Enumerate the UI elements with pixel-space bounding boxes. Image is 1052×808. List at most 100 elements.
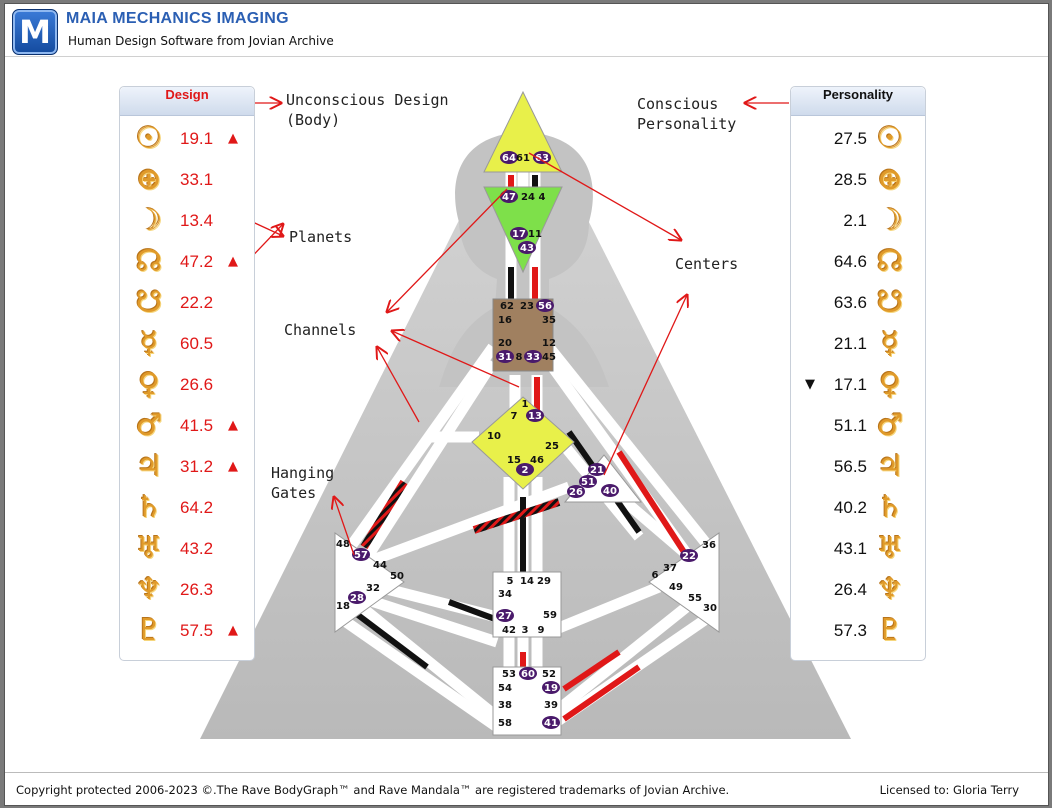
venus-icon: ♀ [879,367,901,402]
gate-45: 45 [542,352,556,363]
active-gate-marker [542,681,560,694]
gate-label: 63 [535,153,549,164]
copyright-text: Copyright protected 2006-2023 ©.The Rave… [16,783,730,797]
gate-label: 55 [688,593,702,604]
annotation-hanging-gates: Hanging Gates [271,464,335,502]
gate-9: 9 [538,625,545,636]
gate-31: 31 [496,350,514,363]
gate-62: 62 [500,301,514,312]
neptune-icon: ♆ [135,572,163,607]
active-gate-marker [519,667,537,680]
gate-44: 44 [373,560,387,571]
footer: Copyright protected 2006-2023 ©.The Rave… [5,772,1048,805]
personality-gate-value: 57.3 [833,621,867,640]
gate-label: 23 [520,301,534,312]
moon-icon: ☽ [876,203,904,238]
gate-63: 63 [533,151,551,164]
gate-label: 14 [520,576,534,587]
gate-55: 55 [688,593,702,604]
design-gate-value: 26.6 [180,375,214,394]
gate-32: 32 [366,583,380,594]
personality-gate-value: 63.6 [833,293,867,312]
gate-26: 26 [567,485,585,498]
gate-label: 31 [498,352,512,363]
active-gate-marker [516,463,534,476]
gate-label: 44 [373,560,387,571]
saturn-icon: ♄ [135,490,163,525]
gate-label: 41 [544,718,558,729]
gate-label: 24 [521,192,535,203]
gate-21: 21 [588,463,606,476]
active-gate-marker [524,350,542,363]
gate-39: 39 [544,700,558,711]
gate-11: 11 [528,229,542,240]
personality-planet-row: ♄40.2 [791,488,925,529]
gate-label: 51 [581,477,595,488]
gate-label: 10 [487,431,501,442]
active-gate-marker [588,463,606,476]
active-gate-marker [526,409,544,422]
personality-planet-row: ☊64.6 [791,242,925,283]
gate-label: 4 [539,192,546,203]
gate-60: 60 [519,667,537,680]
gate-46: 46 [530,455,544,466]
personality-panel: Personality ☉27.5⊕28.5☽2.1☊64.6☋63.6☿21.… [790,86,926,661]
gate-25: 25 [545,441,559,452]
design-planet-row: ☊47.2▲ [120,242,254,283]
earth-icon: ⊕ [136,162,162,197]
design-planet-row: ♅43.2 [120,529,254,570]
gate-label: 39 [544,700,558,711]
gate-label: 26 [569,487,583,498]
gate-label: 59 [543,610,557,621]
gate-label: 22 [682,551,696,562]
gate-label: 3 [522,625,529,636]
personality-planet-row: ♅43.1 [791,529,925,570]
sacral-center [492,571,562,638]
gate-label: 52 [542,669,556,680]
app-window: M MAIA MECHANICS IMAGING Human Design So… [4,3,1049,806]
gate-20: 20 [498,338,512,349]
gate-36: 36 [702,540,716,551]
personality-heading: Personality [791,87,925,116]
gate-label: 20 [498,338,512,349]
gate-5: 5 [507,576,514,587]
gate-40: 40 [601,484,619,497]
gate-18: 18 [336,601,350,612]
north-node-icon: ☊ [135,244,163,279]
channels-active [352,175,687,722]
gate-label: 13 [528,411,542,422]
gate-56: 56 [536,299,554,312]
design-gate-value: 41.5 [180,416,214,435]
active-gate-marker [496,350,514,363]
gate-label: 2 [522,465,529,476]
design-planet-row: ♀26.6 [120,365,254,406]
gate-43: 43 [518,241,536,254]
gate-label: 32 [366,583,380,594]
gate-47: 47 [500,190,518,203]
gate-label: 11 [528,229,542,240]
gate-57: 57 [352,548,370,561]
gate-label: 56 [538,301,552,312]
exalted-marker-icon: ▲ [228,623,238,638]
active-gate-marker [680,549,698,562]
gate-49: 49 [669,582,683,593]
gate-6: 6 [652,570,659,581]
gate-42: 42 [502,625,516,636]
personality-gate-value: 21.1 [833,334,867,353]
design-gate-value: 64.2 [180,498,214,517]
gate-17: 17 [510,227,528,240]
moon-icon: ☽ [135,203,163,238]
gate-label: 7 [511,411,518,422]
gate-3: 3 [522,625,529,636]
gate-10: 10 [487,431,501,442]
design-planet-row: ♆26.3 [120,570,254,611]
gate-8: 8 [516,352,523,363]
design-planet-row: ⊕33.1 [120,160,254,201]
sun-icon: ☉ [876,121,904,156]
annotation-unconscious-design: Unconscious Design (Body) [286,91,449,129]
personality-gate-value: 17.1 [833,375,867,394]
gate-label: 53 [502,669,516,680]
personality-gate-value: 56.5 [833,457,867,476]
personality-planet-row: ♃56.5 [791,447,925,488]
personality-planet-row: ⊕28.5 [791,160,925,201]
